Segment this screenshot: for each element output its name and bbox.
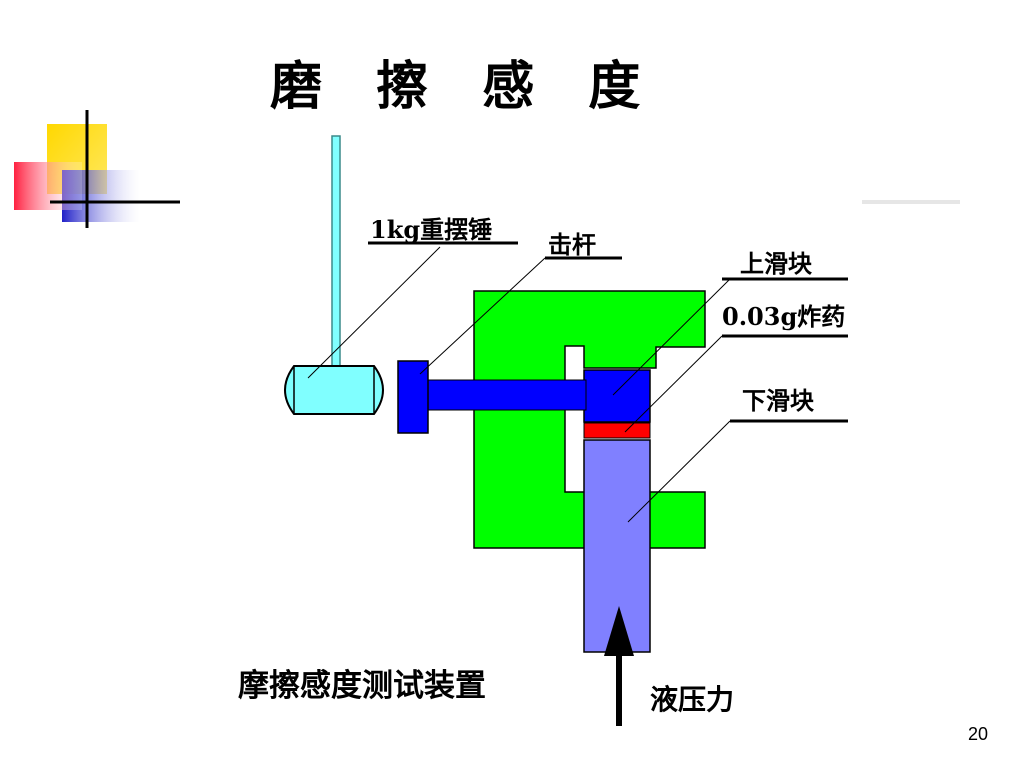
striker-rod — [425, 379, 587, 411]
leader-lines — [307, 241, 848, 523]
pendulum-rod — [331, 135, 341, 377]
pendulum-weight — [284, 365, 384, 415]
page-number: 20 — [968, 724, 989, 744]
decorative-squares — [14, 110, 180, 228]
diagram-caption: 摩擦感度测试装置 — [238, 668, 486, 704]
label-lower-slider: 下滑块 — [742, 386, 814, 415]
explosive-sample — [583, 422, 651, 439]
striker-head — [397, 360, 429, 434]
label-upper-slider: 上滑块 — [740, 249, 812, 278]
label-explosive: 0.03g炸药 — [722, 302, 846, 331]
upper-slider — [583, 369, 651, 423]
pressure-arrow — [604, 606, 634, 726]
page-title: 磨 擦 感 度 — [270, 57, 659, 117]
pressure-label: 液压力 — [650, 683, 735, 716]
green-frame — [473, 290, 706, 549]
label-striker: 击杆 — [548, 230, 596, 259]
label-pendulum: 1kg重摆锤 — [370, 215, 493, 244]
